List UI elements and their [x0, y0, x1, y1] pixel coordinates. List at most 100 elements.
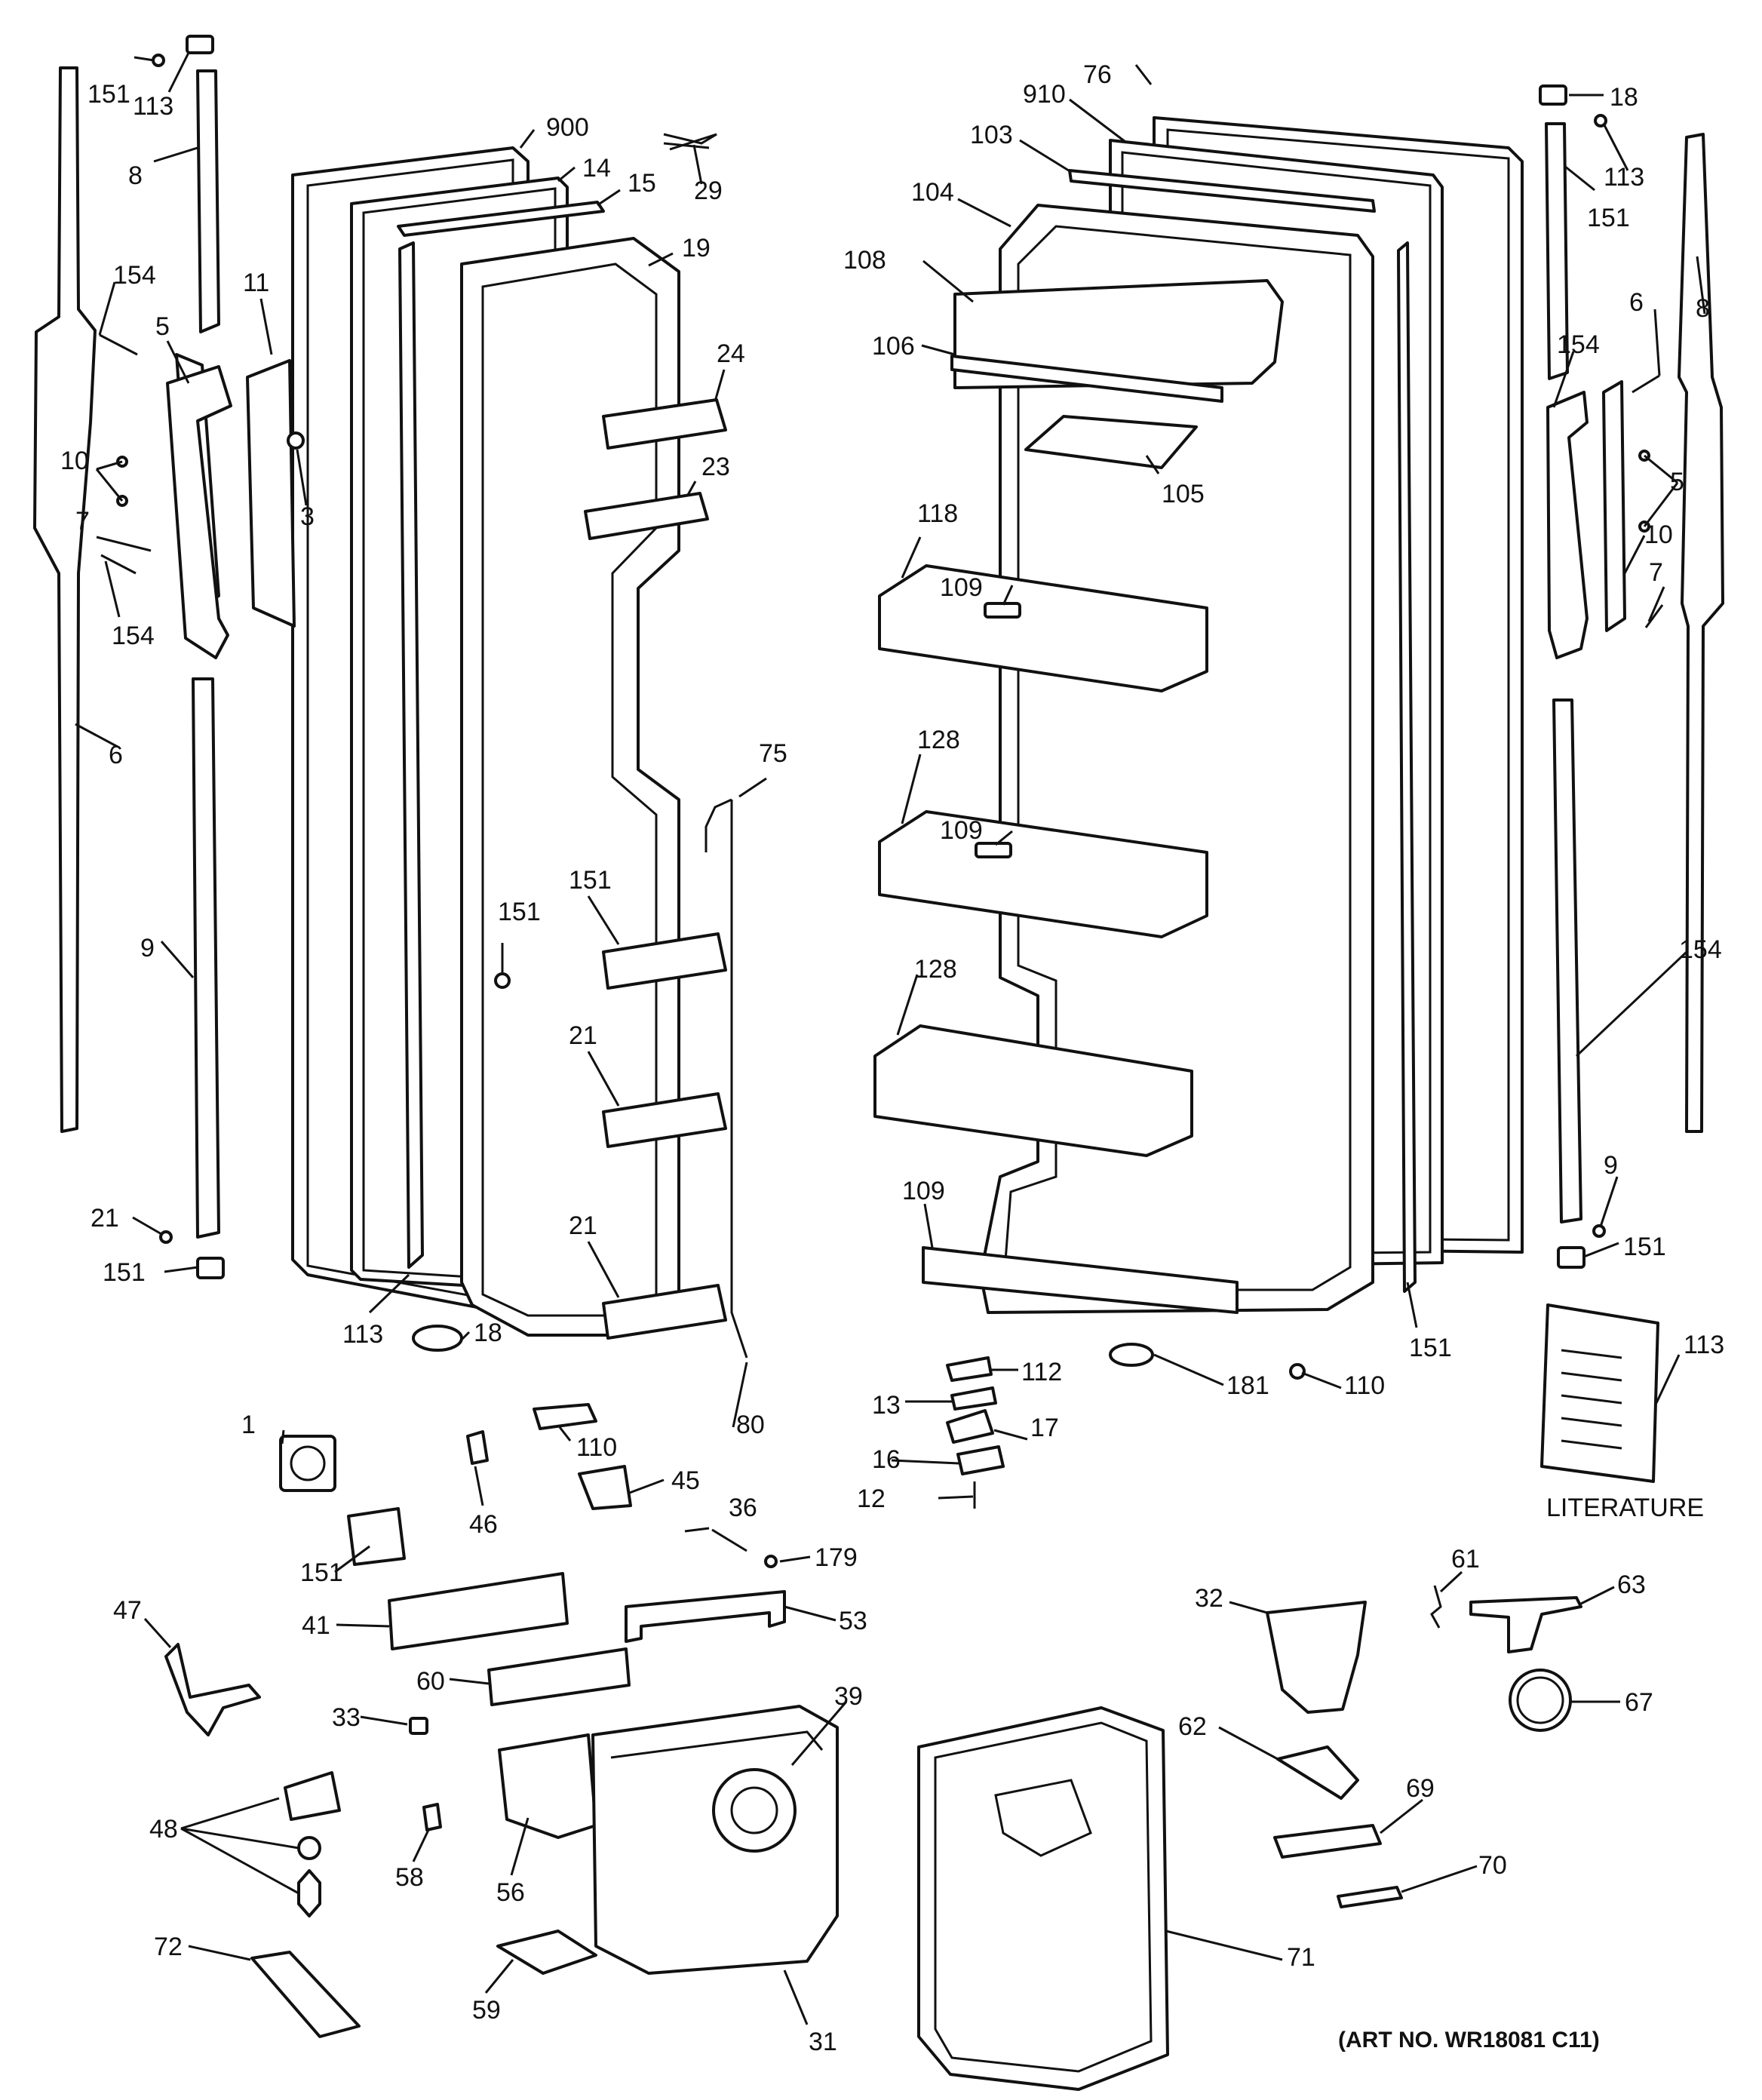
- part-label: 109: [940, 573, 983, 602]
- wire-29: [663, 133, 717, 151]
- part-label: 58: [395, 1863, 424, 1892]
- selector-switch-46: [279, 1435, 336, 1492]
- literature-booklet: [1540, 1303, 1659, 1483]
- handle-bar-60: [625, 1590, 786, 1643]
- dispenser-frame-58: [498, 1733, 597, 1839]
- part-label: 75: [759, 739, 787, 768]
- dispenser-components: [164, 1430, 1582, 2091]
- literature-label: LITERATURE: [1546, 1494, 1704, 1522]
- part-label: 113: [1684, 1331, 1724, 1359]
- auger-33: [712, 1768, 797, 1853]
- door-bin-109-upper: [878, 564, 1208, 692]
- part-label: 80: [736, 1411, 765, 1439]
- lamp-housing-56: [284, 1771, 341, 1821]
- freezer-shelf-21-lower: [602, 1284, 727, 1340]
- flap-69: [1276, 1745, 1359, 1800]
- part-label: 151: [300, 1558, 343, 1587]
- fresh-food-trim-8: [1545, 122, 1569, 380]
- part-label: 105: [1162, 480, 1205, 508]
- cover-110-left: [412, 1325, 463, 1352]
- part-label: 14: [582, 154, 611, 183]
- part-label: 60: [416, 1667, 445, 1696]
- part-label: 11: [243, 269, 269, 297]
- bracket-70: [1273, 1824, 1382, 1859]
- freezer-trim-8: [196, 69, 220, 333]
- part-label: 7: [1649, 558, 1663, 587]
- freezer-shelf-21-upper: [602, 932, 727, 990]
- drip-grille-59: [250, 1951, 361, 2038]
- freezer-trim-6: [33, 66, 97, 1133]
- part-label: 21: [569, 1211, 597, 1240]
- part-label: 151: [498, 898, 541, 926]
- fresh-food-trim-6: [1678, 133, 1724, 1133]
- part-label: 151: [569, 866, 612, 895]
- part-label: 151: [103, 1258, 146, 1287]
- screw-151-top-right: [1594, 114, 1607, 127]
- part-label: 113: [1604, 163, 1644, 192]
- door-bin-109-lower: [873, 1024, 1193, 1157]
- part-label: 63: [1617, 1570, 1646, 1599]
- part-label: 18: [474, 1319, 502, 1347]
- part-label: 109: [940, 816, 983, 845]
- door-rail-112: [922, 1246, 1239, 1314]
- screw-151-bottom-left: [159, 1230, 173, 1244]
- dispenser-opening: [994, 1779, 1092, 1857]
- part-label: 106: [872, 332, 915, 361]
- part-label: 128: [914, 955, 957, 984]
- panel-53: [388, 1572, 569, 1650]
- screw-151-top-left: [152, 54, 165, 67]
- part-label: 113: [133, 92, 173, 121]
- part-label: 8: [128, 161, 143, 190]
- part-label: 21: [91, 1204, 119, 1233]
- part-label: 45: [671, 1466, 700, 1495]
- freezer-trim-9: [192, 677, 220, 1239]
- door-side-strip-right: [1397, 241, 1417, 1293]
- freezer-door-assembly: [33, 35, 748, 1430]
- part-label: 48: [149, 1815, 178, 1844]
- screw-154-right-lower: [1644, 604, 1664, 628]
- switch-45: [466, 1430, 489, 1465]
- part-label: 13: [872, 1391, 901, 1420]
- part-label: 61: [1451, 1545, 1480, 1573]
- bracket-67: [1469, 1596, 1582, 1653]
- part-label: 5: [1670, 468, 1684, 496]
- freezer-door-cap-15: [397, 201, 605, 237]
- part-label: 23: [701, 453, 730, 481]
- freezer-handle-bracket: [166, 365, 232, 659]
- part-label: 6: [109, 741, 123, 769]
- part-label: 3: [300, 502, 315, 531]
- screw-154-upper: [99, 333, 138, 356]
- leader-lines: [75, 52, 1706, 2025]
- part-label: 67: [1625, 1688, 1653, 1717]
- part-label: 41: [302, 1611, 330, 1640]
- part-label: 18: [1610, 83, 1638, 112]
- bin-clip-128-upper: [984, 602, 1021, 619]
- chute-61: [1266, 1601, 1367, 1714]
- part-label: 5: [155, 312, 170, 341]
- part-label: 71: [1287, 1943, 1315, 1972]
- plug-3: [287, 431, 305, 450]
- clip-113-bottom-right: [1557, 1246, 1585, 1269]
- hinge-13: [946, 1356, 993, 1382]
- ice-dispenser-housing-32: [591, 1705, 839, 1975]
- screw-151-dispenser: [764, 1555, 778, 1568]
- part-label: 151: [87, 80, 130, 109]
- bin-clip-128-middle: [975, 842, 1012, 858]
- egg-tray-118: [1024, 415, 1198, 469]
- part-label: 10: [60, 447, 89, 475]
- door-bin-109-middle: [878, 810, 1208, 938]
- ring-62: [1509, 1669, 1572, 1732]
- part-label: 53: [839, 1607, 867, 1635]
- part-labels: 151 113 8 900 14 15 29 19 154 11 5 10 3 …: [60, 60, 1724, 2056]
- part-label: 15: [628, 169, 656, 198]
- part-label: 900: [546, 113, 589, 142]
- part-label: 76: [1083, 60, 1112, 89]
- part-label: 16: [872, 1445, 901, 1474]
- part-label: 21: [569, 1021, 597, 1050]
- part-label: 151: [1409, 1334, 1452, 1362]
- clip-113-top-left: [186, 35, 214, 54]
- part-label: 10: [1644, 520, 1673, 549]
- part-label: 154: [1557, 330, 1600, 359]
- freezer-handle-mount: [246, 359, 296, 628]
- part-label: 19: [682, 234, 711, 262]
